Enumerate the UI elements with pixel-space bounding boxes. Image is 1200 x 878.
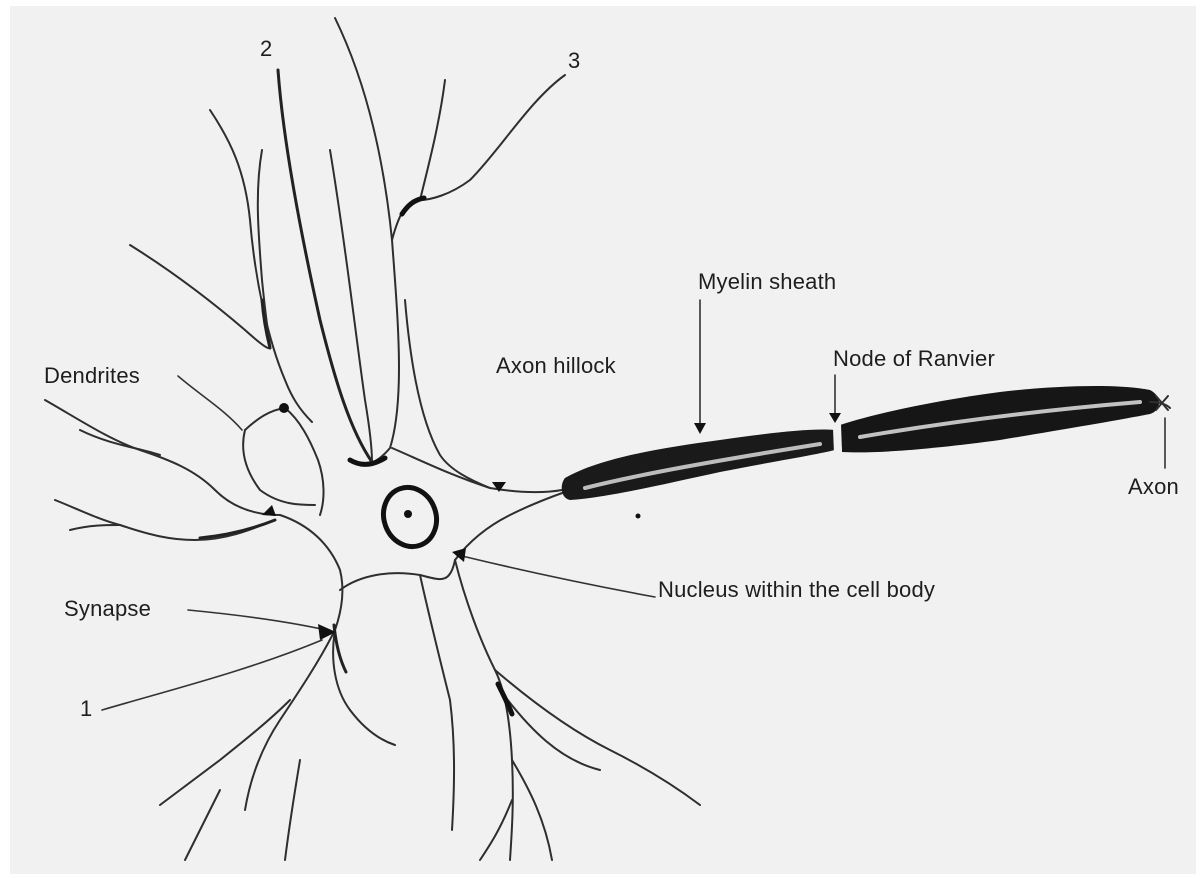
label-axon: Axon	[1128, 474, 1179, 499]
label-myelin-sheath: Myelin sheath	[698, 269, 836, 294]
label-nucleus: Nucleus within the cell body	[658, 577, 935, 602]
label-number-3: 3	[568, 48, 580, 73]
label-axon-hillock: Axon hillock	[496, 353, 617, 378]
label-number-1: 1	[80, 696, 92, 721]
label-number-2: 2	[260, 36, 272, 61]
myelin-sheath	[562, 386, 1170, 500]
label-node-of-ranvier: Node of Ranvier	[833, 346, 995, 371]
nucleus	[375, 480, 444, 554]
label-synapse: Synapse	[64, 596, 151, 621]
dendrite-upper-group	[130, 18, 565, 492]
dendrite-lower-group	[160, 492, 700, 860]
leader-lines	[102, 300, 1165, 710]
label-dendrites: Dendrites	[44, 363, 140, 388]
